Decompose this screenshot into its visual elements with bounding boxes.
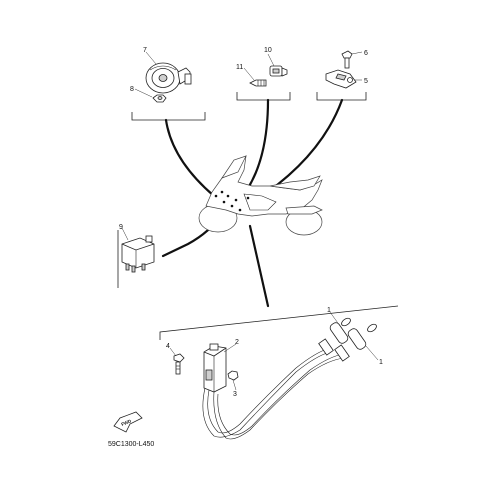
bolt-4[interactable] bbox=[173, 353, 185, 375]
callout-11: 11 bbox=[236, 64, 243, 71]
fwd-label: FWD bbox=[121, 418, 133, 427]
callout-2: 2 bbox=[235, 339, 239, 346]
switch-group bbox=[236, 53, 291, 101]
plug-cap-lower[interactable] bbox=[334, 323, 378, 362]
callout-1-lower: 1 bbox=[379, 359, 383, 366]
ignition-cables bbox=[202, 347, 345, 440]
callout-1-upper: 1 bbox=[327, 307, 331, 314]
relay-9[interactable] bbox=[121, 235, 155, 273]
horn-group-bracket bbox=[131, 112, 206, 121]
ignition-coil[interactable] bbox=[203, 343, 227, 393]
fwd-arrow-icon: FWD bbox=[113, 411, 143, 433]
lower-group-bracket bbox=[159, 305, 399, 340]
switch-group-bracket bbox=[236, 92, 291, 101]
sensor-screw[interactable] bbox=[249, 79, 267, 87]
horn-group bbox=[131, 51, 206, 121]
bolt-6[interactable] bbox=[341, 50, 353, 69]
relay-group bbox=[316, 50, 367, 101]
plug-cap-upper[interactable] bbox=[318, 317, 352, 356]
callout-10: 10 bbox=[264, 47, 272, 54]
motorcycle-outline bbox=[198, 155, 323, 236]
callout-9: 9 bbox=[119, 224, 123, 231]
horn-connector-line bbox=[164, 118, 216, 198]
relay-group-bracket bbox=[316, 92, 367, 101]
sensor-part[interactable] bbox=[269, 65, 288, 77]
nut-3[interactable] bbox=[227, 370, 239, 381]
callout-7: 7 bbox=[143, 47, 147, 54]
drawing-code: 59C1300-L450 bbox=[108, 441, 154, 448]
callout-4: 4 bbox=[166, 343, 170, 350]
callout-3: 3 bbox=[233, 391, 237, 398]
horn[interactable] bbox=[145, 62, 192, 94]
callout-6: 6 bbox=[364, 50, 368, 57]
callout-5: 5 bbox=[364, 78, 368, 85]
horn-nut[interactable] bbox=[152, 94, 167, 103]
lower-connector-line bbox=[248, 224, 270, 308]
mount-bracket-5[interactable] bbox=[325, 69, 357, 89]
callout-8: 8 bbox=[130, 86, 134, 93]
